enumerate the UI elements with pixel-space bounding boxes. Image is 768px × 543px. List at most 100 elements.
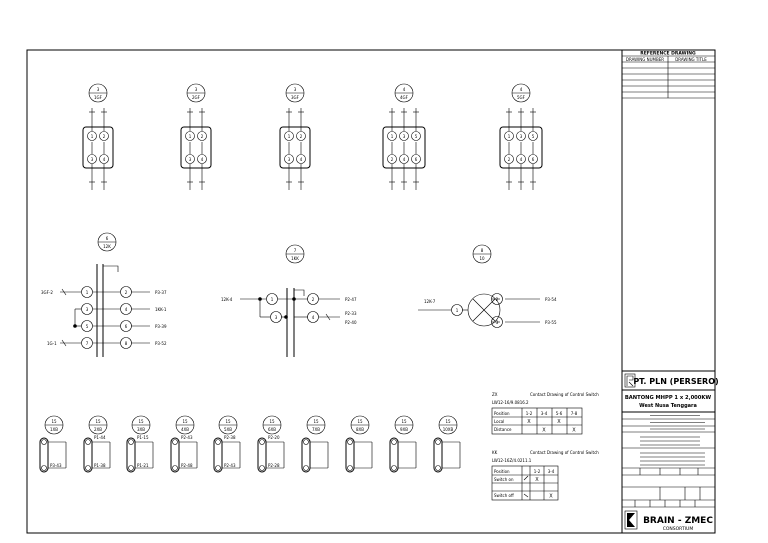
kk-model: LW12-16Z/4.0211.1	[492, 458, 532, 463]
kk-r2: Switch off	[494, 493, 514, 498]
c3-pin-1: 1	[456, 308, 459, 313]
circuit-1kk: 7 1KK 1 3 2 4 12K-4 P2-47 P2-33 P2-40	[221, 244, 357, 357]
pin-label: 4	[403, 157, 406, 162]
ref-top: 15	[269, 419, 275, 424]
brain-logo	[624, 510, 638, 530]
ref-bottom: 10XB	[443, 427, 454, 432]
c2-pin-2: 2	[312, 297, 315, 302]
zx-h1: 1-2	[526, 411, 533, 416]
pin-label: 4	[103, 157, 106, 162]
ref-bottom: 6XB	[268, 427, 276, 432]
kk-h0: Position	[494, 469, 510, 474]
ref-top: 3	[195, 87, 198, 92]
pin-label: 1	[288, 134, 291, 139]
ref-bottom: 4GF	[400, 95, 409, 100]
pin-label: 3	[520, 134, 523, 139]
pin-label: 4	[201, 157, 204, 162]
svg-text:2: 2	[125, 290, 128, 295]
svg-text:7: 7	[86, 341, 89, 346]
kk-r2-m1: X	[549, 494, 553, 500]
bottom-label: P1-38	[94, 463, 106, 468]
zx-r1: Distance	[494, 427, 512, 432]
c1-left-label-top: 3GF-2	[41, 290, 53, 295]
c2-pin-4: 4	[312, 315, 315, 320]
pin-label: 4	[520, 157, 523, 162]
kk-id: KK	[492, 450, 498, 455]
ref-top: 3	[294, 87, 297, 92]
ref-bottom: 8XB	[356, 427, 364, 432]
zx-h0: Position	[494, 411, 510, 416]
svg-text:3: 3	[86, 307, 89, 312]
ref-top: 3	[97, 87, 100, 92]
top-circuits: 31GF132432GF132433GF132444GF12345645GF12…	[82, 83, 543, 190]
pin-label: 2	[201, 134, 204, 139]
bottom-label: P2-28	[268, 463, 280, 468]
pin-label: 3	[91, 157, 94, 162]
pin-label: 2	[508, 157, 511, 162]
top-label: P1-44	[94, 435, 106, 440]
c3-ref-top: 8	[481, 248, 484, 253]
zx-title: Contact Drawing of Control Switch	[530, 392, 599, 397]
ref-bottom: 1GF	[94, 95, 103, 100]
kk-h1: 1-2	[534, 469, 541, 474]
ref-top: 15	[95, 419, 101, 424]
zx-r0-m0: X	[527, 419, 531, 425]
c3-left-label: 12K-7	[424, 299, 436, 304]
bottom-circuit: 15 10XB	[433, 415, 461, 473]
top-label: P2-38	[224, 435, 236, 440]
ref-bottom: 9XB	[400, 427, 408, 432]
pin-label: 2	[300, 134, 303, 139]
owner-name: PT. PLN (PERSERO)	[633, 377, 718, 386]
zx-r1-m1: X	[542, 428, 546, 434]
ref-top: 15	[401, 419, 407, 424]
top-label: P2-43	[181, 435, 193, 440]
zx-h2: 3-4	[541, 411, 548, 416]
c3-right-label-1: P3-54	[545, 297, 557, 302]
ref-bottom: 5XB	[224, 427, 232, 432]
ref-top: 4	[403, 87, 406, 92]
zx-h4: 7-8	[571, 411, 578, 416]
ref-bottom: 2GF	[192, 95, 201, 100]
c2-right-label-3: P2-40	[345, 320, 357, 325]
c2-right-label-2: P2-33	[345, 311, 357, 316]
pin-label: 6	[415, 157, 418, 162]
svg-text:6: 6	[125, 324, 128, 329]
pin-label: 3	[403, 134, 406, 139]
ref-bottom: 4XB	[181, 427, 189, 432]
bottom-label: P1-21	[137, 463, 149, 468]
c2-ref-top: 7	[294, 248, 297, 253]
svg-text:8: 8	[125, 341, 128, 346]
title-block: REFERENCE DRAWING DRAWING NUMBER DRAWING…	[621, 50, 719, 533]
c2-ref-bottom: 1KK	[291, 256, 299, 261]
ref-top: 15	[445, 419, 451, 424]
bottom-label: P2-48	[181, 463, 193, 468]
ref-bottom: 3GF	[291, 95, 300, 100]
ref-bottom: 2XB	[94, 427, 102, 432]
ref-top: 15	[182, 419, 188, 424]
c2-left-label: 12K-4	[221, 297, 233, 302]
bottom-circuit: 15 9XB	[389, 415, 417, 473]
ref-col2: DRAWING TITLE	[675, 57, 707, 62]
c1-right-label-4: P3-52	[155, 341, 167, 346]
kk-h2: 3-4	[548, 469, 555, 474]
zx-r0-m2: X	[557, 419, 561, 425]
c2-pin-1: 1	[271, 297, 274, 302]
zx-model: LW12-16/9.0816.2	[492, 400, 529, 405]
ref-bottom: 1XB	[50, 427, 58, 432]
c2-pin-3: 3	[275, 315, 278, 320]
circuit-12k: 6 12K 1 3 5 7	[41, 232, 167, 357]
pin-label: 5	[532, 134, 535, 139]
bottom-circuits: 151XBP3-43152XBP1-44P1-38153XBP1-15P1-21…	[39, 415, 461, 473]
ref-top: 15	[51, 419, 57, 424]
c3-pin-3: 3	[496, 320, 499, 325]
ref-top: 15	[313, 419, 319, 424]
c1-left-pins: 1 3 5 7	[81, 286, 93, 349]
bottom-label: P3-43	[50, 463, 62, 468]
pin-label: 4	[300, 157, 303, 162]
